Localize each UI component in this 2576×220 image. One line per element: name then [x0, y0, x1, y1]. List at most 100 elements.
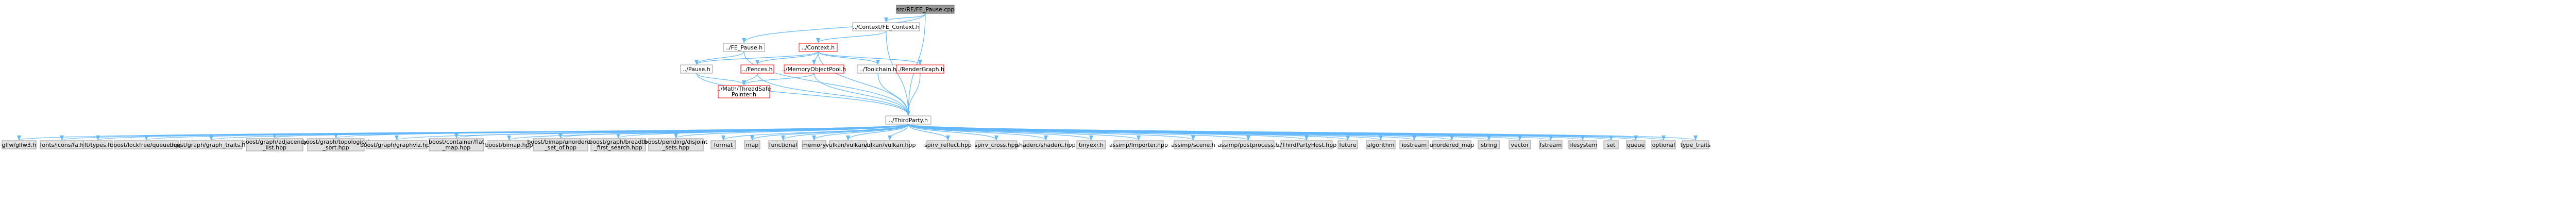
node-context_h[interactable]: ../Context.h — [799, 43, 838, 52]
node-label-l28: algorithm — [1367, 142, 1394, 148]
edge-thirdparty_h-to-l18 — [888, 124, 909, 141]
node-label-l6-line-1: _sort.hpp — [322, 144, 349, 151]
node-label-l8-line-1: _map.hpp — [442, 144, 470, 151]
node-label-rendergraph_h: ../RenderGraph.h — [896, 66, 944, 73]
edge-toolchain_h-to-thirdparty_h — [877, 73, 910, 116]
edge-memorypool_h-to-thirdparty_h — [814, 73, 910, 116]
node-box-l27 — [1337, 140, 1358, 149]
node-box-l15 — [768, 140, 798, 149]
node-label-l15: functional — [769, 142, 798, 148]
node-box-l34 — [1568, 140, 1597, 149]
node-label-pause_h: ../Pause.h — [683, 66, 710, 73]
node-label-l37: optional — [1652, 142, 1675, 148]
node-label-memorypool_h: ../MemoryObjectPool.h — [782, 66, 846, 73]
node-l12: boost/pending/disjoint_sets.hpp — [645, 138, 708, 151]
node-rendergraph_h[interactable]: ../RenderGraph.h — [896, 64, 944, 74]
node-label-l16: memory — [802, 142, 826, 148]
node-l24: assimp/scene.h — [1171, 140, 1215, 149]
nodes-layer: src/RE/FE_Pause.cpp ../FE_Pause.h ../Conte… — [2, 5, 1711, 151]
node-l27: future — [1337, 140, 1358, 149]
node-label-l34: filesystem — [1568, 142, 1598, 148]
edge-thirdparty_h-to-l5 — [273, 124, 909, 139]
edge-context_h-to-pause_h — [694, 51, 819, 65]
node-fe_context_h[interactable]: ../Context/FE_Context.h — [852, 22, 920, 31]
node-label-fences_h: ../Fences.h — [742, 66, 772, 73]
node-label-l11-line-1: _first_search.hpp — [594, 144, 642, 151]
edge-root-to-fe_context_h — [884, 13, 926, 23]
node-l14: map — [744, 140, 760, 149]
node-box-l25 — [1222, 140, 1275, 149]
node-box-memorypool_h — [784, 64, 844, 74]
node-memorypool_h[interactable]: ../MemoryObjectPool.h — [782, 64, 846, 74]
node-l2: ft/types.h — [83, 140, 113, 149]
node-box-l38 — [1682, 140, 1709, 149]
node-box-l23 — [1113, 140, 1164, 149]
node-box-l9 — [487, 140, 531, 149]
node-box-l33 — [1539, 140, 1563, 149]
node-l29: iostream — [1399, 140, 1429, 149]
edge-pause_h-to-math_h — [696, 73, 746, 86]
node-l36: queue — [1626, 140, 1646, 149]
edge-memorypool_h-to-math_h — [742, 73, 815, 86]
node-box-l5 — [246, 138, 303, 151]
node-label-l21: shaderc/shaderc.hpp — [1016, 142, 1075, 148]
node-label-l5-line-0: boost/graph/adjacency — [242, 139, 307, 145]
node-box-l18 — [870, 140, 910, 149]
node-l23: assimp/Importer.hpp — [1109, 140, 1168, 149]
edge-thirdparty_h-to-l11 — [616, 124, 909, 139]
edge-context_h-to-thirdparty_h — [818, 51, 910, 116]
node-l10: boost/bimap/unordered_set_of.hpp — [527, 138, 594, 151]
node-label-l2: ft/types.h — [84, 142, 111, 148]
node-box-fe_pause_h — [723, 43, 765, 52]
edge-thirdparty_h-to-l17 — [846, 124, 909, 141]
edge-fences_h-to-thirdparty_h — [757, 73, 910, 116]
edge-root-to-fe_pause_h — [742, 13, 926, 43]
node-thirdparty_h[interactable]: ../ThirdParty.h — [885, 115, 931, 125]
node-label-l0: glfw/glfw3.h — [2, 142, 37, 148]
node-l22: tinyexr.h — [1076, 140, 1106, 149]
node-l21: shaderc/shaderc.hpp — [1016, 140, 1076, 149]
node-label-l33: fstream — [1540, 142, 1562, 148]
node-box-l37 — [1651, 140, 1676, 149]
node-label-l18: vulkan/vulkan.hpp — [864, 142, 916, 148]
edge-thirdparty_h-to-l22 — [908, 124, 1093, 141]
node-fe_pause_h[interactable]: ../FE_Pause.h — [723, 43, 765, 52]
node-l16: memory — [802, 140, 826, 149]
node-label-l8-line-0: boost/container/flat — [429, 139, 485, 145]
node-l26: ../ThirdPartyHost.hpp — [1277, 140, 1336, 149]
node-box-l24 — [1174, 140, 1213, 149]
node-box-l2 — [83, 140, 113, 149]
node-label-l1: fonts/icons/fa.h — [40, 142, 84, 148]
edge-thirdparty_h-to-l19 — [908, 124, 950, 141]
node-label-context_h: ../Context.h — [802, 44, 835, 51]
node-box-l6 — [307, 138, 365, 151]
node-label-l20: spirv_cross.hpp — [974, 142, 1018, 148]
node-label-l7: boost/graph/graphviz.hpp — [360, 142, 433, 148]
node-label-math_h-line-1: Pointer.h — [732, 91, 756, 98]
node-l25: assimp/postprocess.h — [1217, 140, 1279, 149]
node-fences_h[interactable]: ../Fences.h — [740, 64, 774, 74]
node-root[interactable]: src/RE/FE_Pause.cpp — [896, 5, 955, 14]
node-box-l26 — [1280, 140, 1333, 149]
node-box-l13 — [710, 140, 736, 149]
node-label-l9: boost/bimap.hpp — [485, 142, 533, 148]
node-label-l4: boost/graph/graph_traits.hpp — [170, 142, 253, 148]
node-toolchain_h[interactable]: ../Toolchain.h — [857, 64, 899, 74]
edge-thirdparty_h-to-l14 — [750, 124, 909, 141]
node-label-l12-line-1: _sets.hpp — [662, 144, 689, 151]
node-label-thirdparty_h: ../ThirdParty.h — [889, 117, 928, 124]
node-label-l36: queue — [1627, 142, 1645, 148]
edge-thirdparty_h-to-l15 — [781, 124, 909, 141]
edge-context_h-to-toolchain_h — [818, 51, 880, 65]
node-box-l22 — [1076, 140, 1106, 149]
node-l9: boost/bimap.hpp — [485, 140, 533, 149]
node-label-l29: iostream — [1402, 142, 1427, 148]
node-l6: boost/graph/topological_sort.hpp — [302, 138, 369, 151]
node-label-math_h-line-0: ../Math/ThreadSafe — [717, 86, 771, 92]
edge-thirdparty_h-to-l6 — [334, 124, 909, 139]
node-label-l10-line-0: boost/bimap/unordered — [527, 139, 594, 145]
node-pause_h[interactable]: ../Pause.h — [680, 64, 713, 74]
node-l17: vulkan/vulkan.h — [825, 140, 871, 149]
node-l3: boost/lockfree/queue.hpp — [110, 140, 182, 149]
